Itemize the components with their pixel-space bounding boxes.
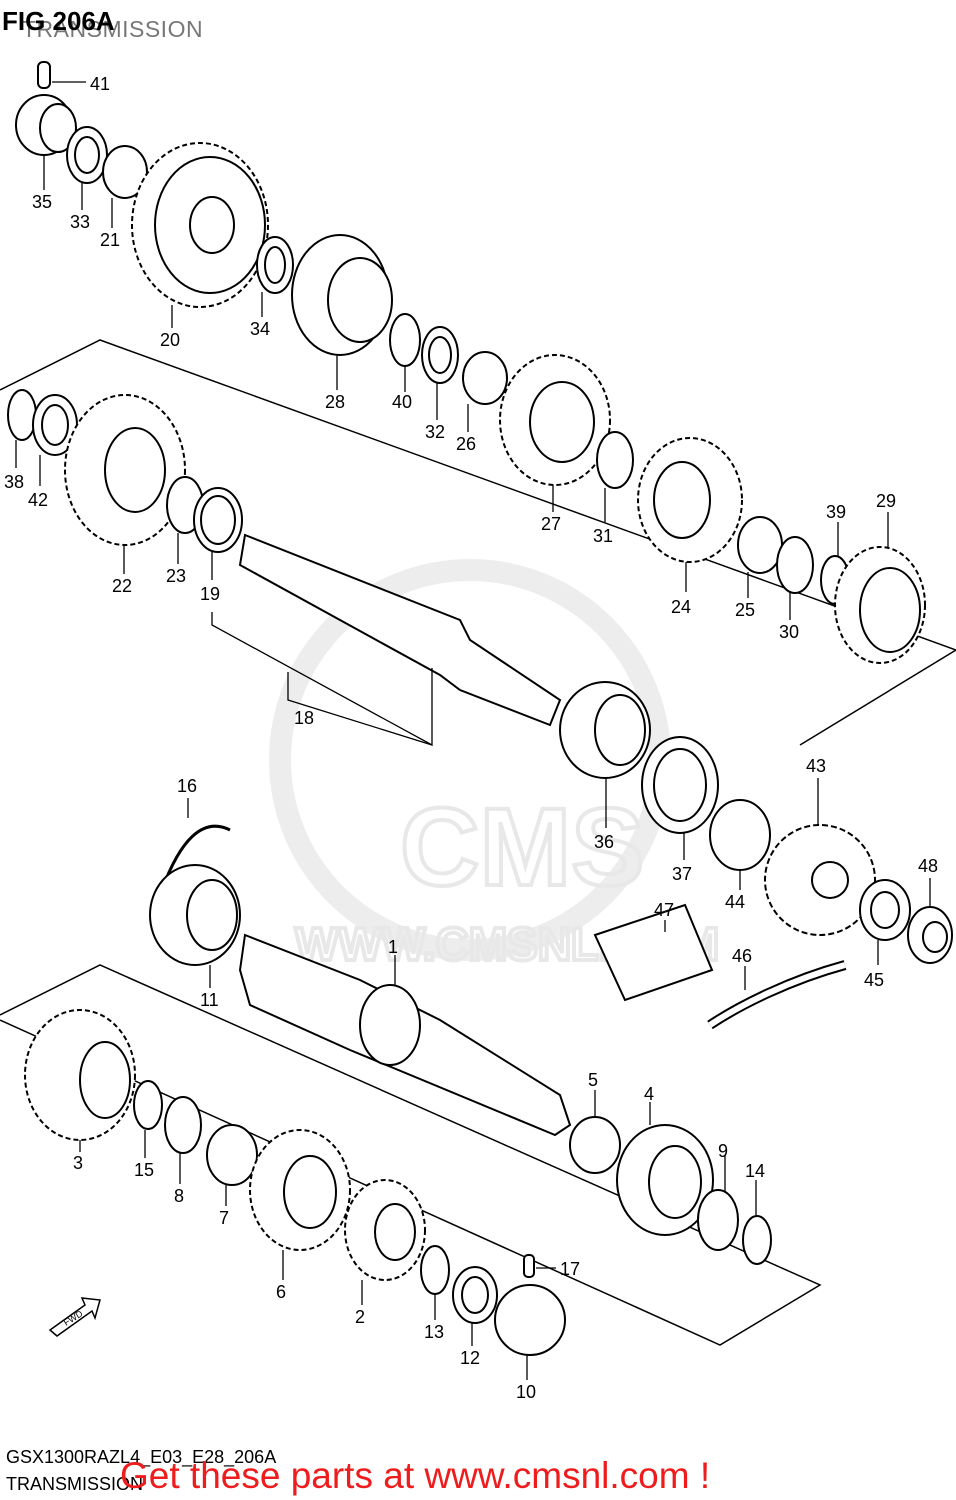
callout-37: 37 bbox=[672, 864, 692, 884]
callout-20: 20 bbox=[160, 330, 180, 350]
footer-section-name: TRANSMISSION bbox=[6, 1474, 144, 1494]
callout-25: 25 bbox=[735, 600, 755, 620]
cms-watermark: CMS WWW.CMSNL.COM bbox=[269, 559, 721, 972]
callout-29: 29 bbox=[876, 491, 896, 511]
part-25-bearing bbox=[737, 516, 783, 574]
part-31-washer bbox=[596, 431, 634, 489]
part-41-pin bbox=[37, 61, 51, 89]
callout-14: 14 bbox=[745, 1161, 765, 1181]
callout-23: 23 bbox=[166, 566, 186, 586]
callout-9: 9 bbox=[718, 1141, 728, 1161]
callout-10: 10 bbox=[516, 1382, 536, 1402]
part-26-bearing bbox=[462, 351, 508, 405]
callout-15: 15 bbox=[134, 1160, 154, 1180]
callout-5: 5 bbox=[588, 1070, 598, 1090]
callout-1: 1 bbox=[388, 937, 398, 957]
callout-38: 38 bbox=[4, 472, 24, 492]
part-8-washer bbox=[164, 1096, 202, 1154]
part-18-countershaft bbox=[238, 533, 562, 727]
callout-36: 36 bbox=[594, 832, 614, 852]
part-9-washer bbox=[697, 1189, 739, 1251]
watermark-brand: CMS bbox=[400, 786, 644, 909]
callout-3: 3 bbox=[73, 1153, 83, 1173]
footer-cta-link[interactable]: Get these parts at www.cmsnl.com ! bbox=[120, 1455, 711, 1496]
callout-2: 2 bbox=[355, 1307, 365, 1327]
callout-24: 24 bbox=[671, 597, 691, 617]
callout-22: 22 bbox=[112, 576, 132, 596]
callout-32: 32 bbox=[425, 422, 445, 442]
figure-title: FIG 206A bbox=[2, 6, 115, 36]
assembly-outlines bbox=[0, 339, 956, 1346]
callout-27: 27 bbox=[541, 514, 561, 534]
part-7-bearing bbox=[206, 1124, 258, 1186]
part-14-circlip bbox=[742, 1215, 772, 1265]
driveshaft-outline bbox=[0, 964, 822, 1346]
parts-layer bbox=[7, 61, 953, 1356]
part-44-spacer bbox=[709, 799, 771, 871]
callout-45: 45 bbox=[864, 970, 884, 990]
callout-41: 41 bbox=[90, 74, 110, 94]
fwd-arrow-icon bbox=[48, 1297, 101, 1337]
callout-16: 16 bbox=[177, 776, 197, 796]
part-47-chain-joint-kit bbox=[593, 903, 714, 1002]
callout-40: 40 bbox=[392, 392, 412, 412]
callout-13: 13 bbox=[424, 1322, 444, 1342]
part-15-circlip bbox=[133, 1080, 163, 1130]
part-5-bushing bbox=[569, 1116, 621, 1174]
callout-47: 47 bbox=[654, 900, 674, 920]
callout-33: 33 bbox=[70, 212, 90, 232]
callout-11: 11 bbox=[200, 990, 219, 1010]
part-10-collar bbox=[494, 1284, 566, 1356]
countershaft-outline bbox=[0, 339, 956, 746]
callout-6: 6 bbox=[276, 1282, 286, 1302]
callout-4: 4 bbox=[644, 1084, 654, 1104]
figure-subtitle: TRANSMISSION bbox=[22, 16, 204, 42]
callout-17: 17 bbox=[560, 1259, 580, 1279]
callout-26: 26 bbox=[456, 434, 476, 454]
callout-12: 12 bbox=[460, 1348, 480, 1368]
callout-43: 43 bbox=[806, 756, 826, 776]
callout-39: 39 bbox=[826, 502, 846, 522]
part-13-circlip bbox=[420, 1245, 450, 1295]
callout-labels: 1 2 3 4 5 6 7 8 9 10 11 12 13 14 15 16 1… bbox=[4, 74, 938, 1402]
callout-34: 34 bbox=[250, 319, 270, 339]
callout-48: 48 bbox=[918, 856, 938, 876]
callout-35: 35 bbox=[32, 192, 52, 212]
callout-7: 7 bbox=[219, 1208, 229, 1228]
callout-42: 42 bbox=[28, 490, 48, 510]
callout-46: 46 bbox=[732, 946, 752, 966]
footer-model-code: GSX1300RAZL4_E03_E28_206A bbox=[6, 1447, 277, 1467]
part-17-pin bbox=[523, 1254, 535, 1278]
part-40-circlip bbox=[389, 313, 421, 367]
callout-30: 30 bbox=[779, 622, 799, 642]
part-38-circlip bbox=[7, 389, 37, 441]
part-30-washer bbox=[776, 536, 814, 594]
callout-31: 31 bbox=[593, 526, 613, 546]
callout-28: 28 bbox=[325, 392, 345, 412]
callout-21: 21 bbox=[100, 230, 120, 250]
leader-lines bbox=[15, 81, 931, 1380]
callout-8: 8 bbox=[174, 1186, 184, 1206]
callout-44: 44 bbox=[725, 892, 745, 912]
callout-18: 18 bbox=[294, 708, 314, 728]
callout-19: 19 bbox=[200, 584, 220, 604]
